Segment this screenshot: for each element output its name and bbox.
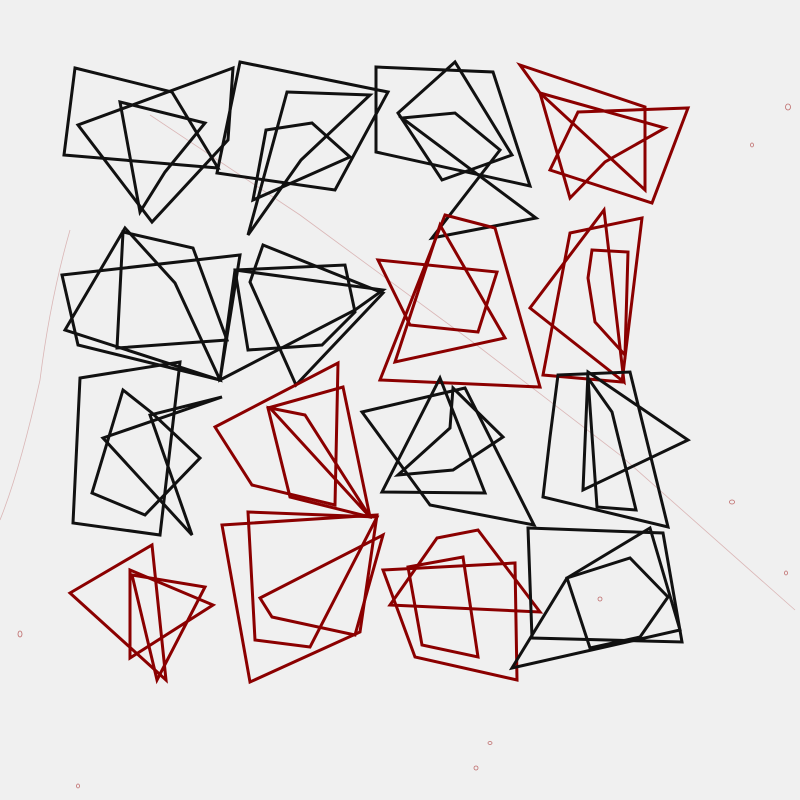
tile-r2-c4 xyxy=(527,206,644,386)
polygon-shape xyxy=(581,369,692,493)
polygon-shape xyxy=(406,555,480,659)
polygon-shape xyxy=(246,90,374,236)
polygon-shape xyxy=(233,263,357,352)
polygon-shape xyxy=(526,526,684,644)
polygon-shape xyxy=(586,248,630,359)
polygon-shape xyxy=(220,513,379,685)
polygon-shape xyxy=(387,528,544,614)
polygon-shape xyxy=(118,99,208,217)
polygon-shape xyxy=(396,59,515,182)
polygon-shape xyxy=(115,230,230,350)
background-specks xyxy=(17,103,791,789)
polygon-shape xyxy=(212,360,340,507)
tile-r1-c2 xyxy=(215,60,391,236)
tile-r4-c3 xyxy=(380,528,544,682)
polygon-shape xyxy=(375,258,499,334)
polygon-shape xyxy=(508,525,682,671)
polygon-shape xyxy=(246,510,380,649)
tile-r3-c1 xyxy=(71,360,223,537)
polygon-shape xyxy=(541,370,671,530)
tile-r4-c1 xyxy=(67,542,217,685)
polygon-shape xyxy=(130,573,208,685)
polygon-shape xyxy=(128,567,217,661)
tile-r3-c3 xyxy=(359,374,537,528)
polygon-shape xyxy=(71,360,182,537)
tile-r2-c3 xyxy=(375,213,543,389)
polygon-shape xyxy=(67,542,168,684)
polygon-shape xyxy=(90,387,203,517)
polygon-shape xyxy=(377,213,543,389)
polygon-shape xyxy=(218,268,387,383)
polygon-shape xyxy=(379,374,488,495)
polygon-shape xyxy=(374,65,533,189)
tile-r4-c2 xyxy=(220,510,386,685)
polygon-shape xyxy=(215,60,391,192)
polygon-shape xyxy=(100,395,223,537)
background-scratches xyxy=(0,114,796,611)
polygon-shape xyxy=(547,106,691,205)
polygon-shape xyxy=(380,561,519,682)
polygon-shape xyxy=(393,384,506,477)
polygon-shape xyxy=(265,405,372,519)
tile-r3-c4 xyxy=(541,369,692,530)
polygon-shape xyxy=(537,90,669,201)
tile-r4-c4 xyxy=(508,525,684,671)
polygon-shape xyxy=(516,62,647,194)
polygon-shape xyxy=(527,206,626,386)
tile-r1-c3 xyxy=(374,59,540,241)
polygon-shape xyxy=(257,532,386,637)
polygon-shape xyxy=(392,221,508,365)
polygon-shape xyxy=(565,556,670,650)
tile-r1-c4 xyxy=(516,62,691,205)
polygon-shape xyxy=(586,372,638,512)
polygon-shape xyxy=(251,121,353,203)
polygon-shape xyxy=(397,111,540,241)
